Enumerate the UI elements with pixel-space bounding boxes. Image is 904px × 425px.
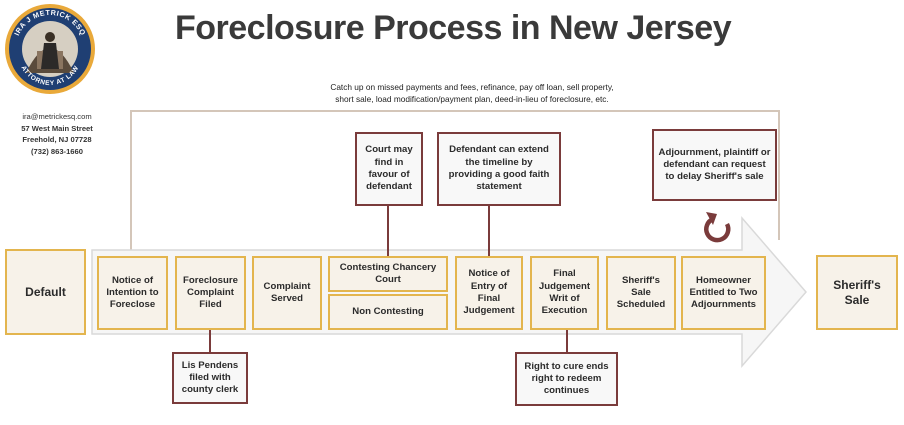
step-two-adjournments: Homeowner Entitled to Two Adjournments: [681, 256, 766, 330]
start-default: Default: [5, 249, 86, 335]
callout-adjournment: Adjournment, plaintiff or defendant can …: [652, 129, 777, 201]
page-title: Foreclosure Process in New Jersey: [175, 9, 732, 47]
loop-connector: [130, 110, 780, 256]
loop-note-line1: Catch up on missed payments and fees, re…: [330, 82, 614, 92]
contact-street: 57 West Main Street: [21, 123, 93, 133]
callout-defendant-extend: Defendant can extend the timeline by pro…: [437, 132, 561, 206]
contact-city: Freehold, NJ 07728: [22, 135, 92, 144]
callout-lis-pendens: Lis Pendens filed with county clerk: [172, 352, 248, 404]
contact-info: ira@metrickesq.com 57 West Main Street F…: [4, 111, 110, 157]
end-sheriffs-sale: Sheriff's Sale: [816, 255, 898, 330]
cycle-icon: [704, 212, 731, 243]
step-notice-of-entry: Notice of Entry of Final Judgement: [455, 256, 523, 330]
step-complaint-filed: Foreclosure Complaint Filed: [175, 256, 246, 330]
step-notice-of-intention: Notice of Intention to Foreclose: [97, 256, 168, 330]
attorney-seal-logo: IRA J METRICK ESQ ATTORNEY AT LAW: [5, 4, 95, 94]
callout-court-may-find: Court may find in favour of defendant: [355, 132, 423, 206]
step-final-judgement: Final Judgement Writ of Execution: [530, 256, 599, 330]
step-non-contesting: Non Contesting: [328, 294, 448, 330]
loop-note-line2: short sale, load modification/payment pl…: [335, 93, 609, 104]
callout-right-to-cure: Right to cure ends right to redeem conti…: [515, 352, 618, 406]
loop-note: Catch up on missed payments and fees, re…: [282, 82, 662, 105]
step-complaint-served: Complaint Served: [252, 256, 322, 330]
step-sale-scheduled: Sheriff's Sale Scheduled: [606, 256, 676, 330]
contact-email[interactable]: ira@metrickesq.com: [22, 112, 92, 121]
contact-phone: (732) 863-1660: [31, 146, 83, 156]
step-contesting: Contesting Chancery Court: [328, 256, 448, 292]
